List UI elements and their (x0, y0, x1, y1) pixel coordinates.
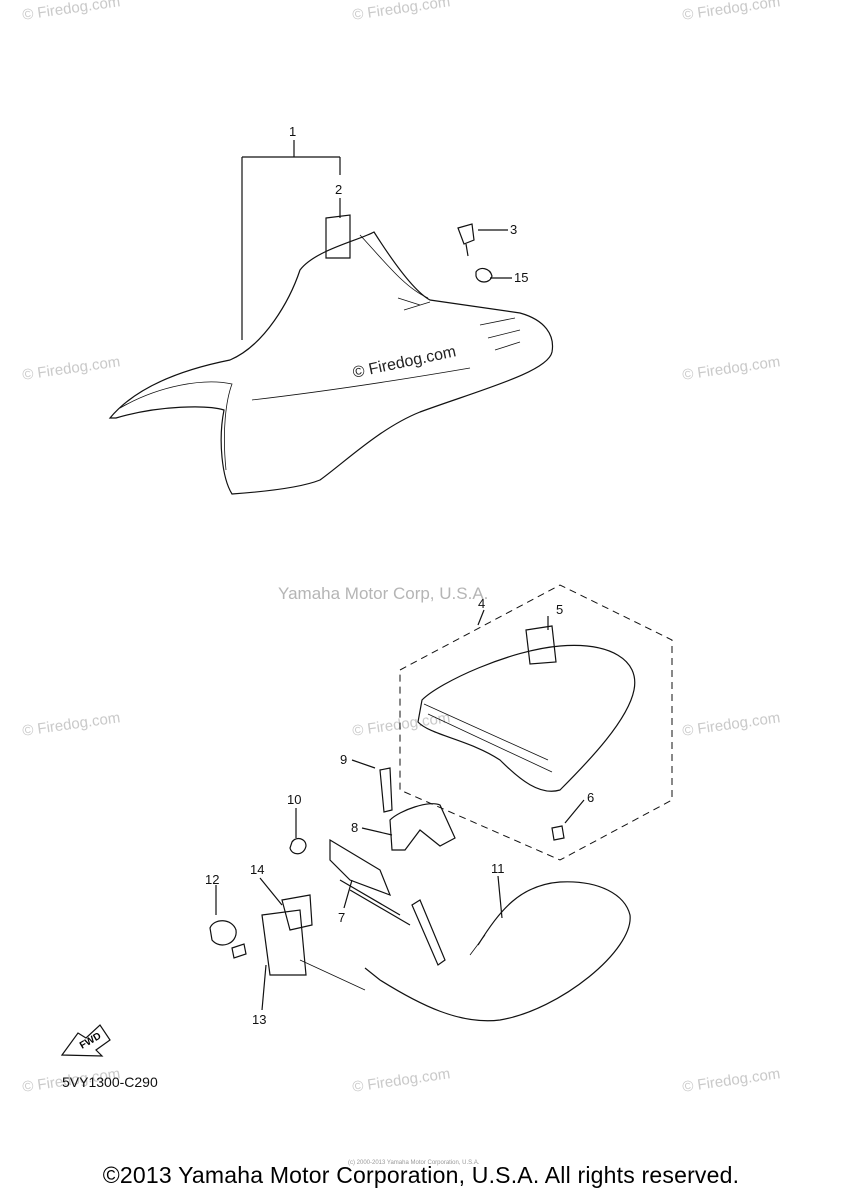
center-watermark: Yamaha Motor Corp, U.S.A. (278, 584, 489, 603)
callout-11: 11 (491, 861, 505, 876)
fwd-arrow (60, 1024, 111, 1057)
tiny-notice: (c) 2000-2013 Yamaha Motor Corporation, … (348, 1160, 480, 1166)
callout-1: 1 (289, 124, 297, 139)
callout-8: 8 (351, 820, 359, 835)
callout-2: 2 (335, 182, 343, 197)
callout-9: 9 (340, 752, 348, 767)
seat-lock-assembly (209, 767, 631, 1022)
callout-5: 5 (556, 602, 564, 617)
diagram-code: 5VY1300-C290 (62, 1074, 158, 1090)
callout-7: 7 (338, 910, 346, 925)
passenger-seat (399, 584, 673, 861)
callout-12: 12 (205, 872, 220, 887)
callout-13: 13 (252, 1012, 267, 1027)
callout-3: 3 (510, 222, 518, 237)
callout-15: 15 (514, 270, 529, 285)
callout-10: 10 (287, 792, 302, 807)
callout-4: 4 (478, 596, 486, 611)
rider-seat (108, 214, 554, 495)
copyright-notice: ©2013 Yamaha Motor Corporation, U.S.A. A… (102, 1162, 740, 1188)
callout-6: 6 (587, 790, 595, 805)
bolt-and-nut (457, 223, 493, 283)
fwd-label: FWD (78, 1031, 103, 1052)
leader-lines (215, 140, 585, 1011)
callout-14: 14 (250, 862, 265, 877)
